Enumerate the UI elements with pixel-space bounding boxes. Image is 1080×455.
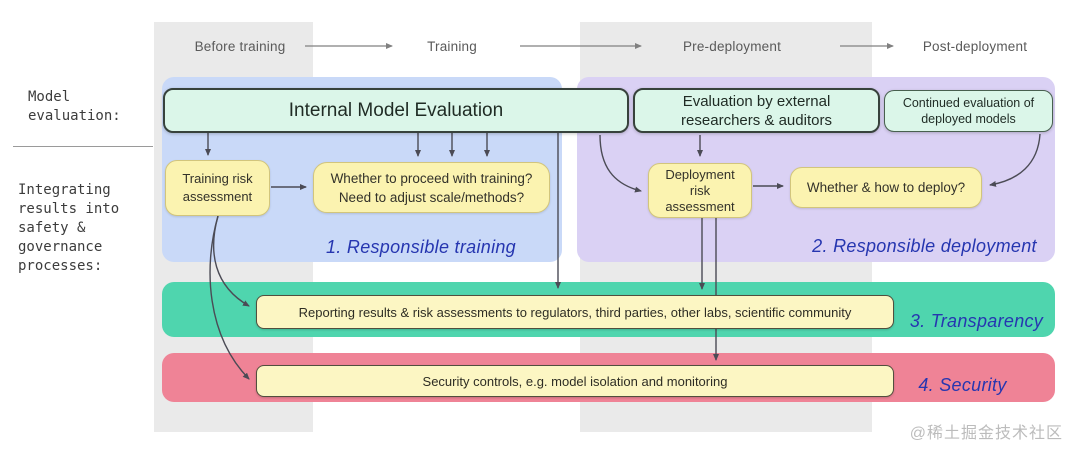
box-whether-to-proceed: Whether to proceed with training? Need t… (313, 162, 550, 213)
section-label-responsible-deployment: 2. Responsible deployment (812, 235, 1037, 256)
section-label-security: 4. Security (918, 374, 1007, 395)
box-continued-evaluation: Continued evaluation of deployed models (884, 90, 1053, 132)
timeline-stage-before-training: Before training (194, 38, 286, 54)
integration-row-label: Integrating results into safety & govern… (18, 182, 120, 274)
timeline-stage-pre-deployment: Pre-deployment (682, 38, 782, 54)
box-deployment-risk-assessment: Deployment risk assessment (648, 163, 752, 218)
section-label-responsible-training: 1. Responsible training (325, 236, 516, 257)
section-label-transparency: 3. Transparency (909, 310, 1044, 331)
box-security-controls: Security controls, e.g. model isolation … (256, 365, 894, 397)
box-internal-model-evaluation: Internal Model Evaluation (163, 88, 629, 133)
left-panel-divider (13, 146, 153, 147)
timeline-stage-post-deployment: Post-deployment (922, 38, 1028, 54)
arrow-continued-eval-to-deploy (989, 133, 1041, 187)
timeline-stage-training: Training (427, 38, 477, 54)
arrow-training-risk-to-security (209, 215, 250, 380)
model-evaluation-row-label: Model evaluation: (28, 89, 121, 124)
box-reporting-results: Reporting results & risk assessments to … (256, 295, 894, 329)
box-external-evaluation: Evaluation by external researchers & aud… (633, 88, 880, 133)
arrow-internal-eval-to-deployment-risk (599, 134, 642, 193)
box-training-risk-assessment: Training risk assessment (165, 160, 270, 216)
watermark-text: @稀土掘金技术社区 (909, 425, 1063, 442)
box-whether-how-to-deploy: Whether & how to deploy? (790, 167, 982, 208)
arrow-training-risk-to-reporting (212, 215, 250, 307)
